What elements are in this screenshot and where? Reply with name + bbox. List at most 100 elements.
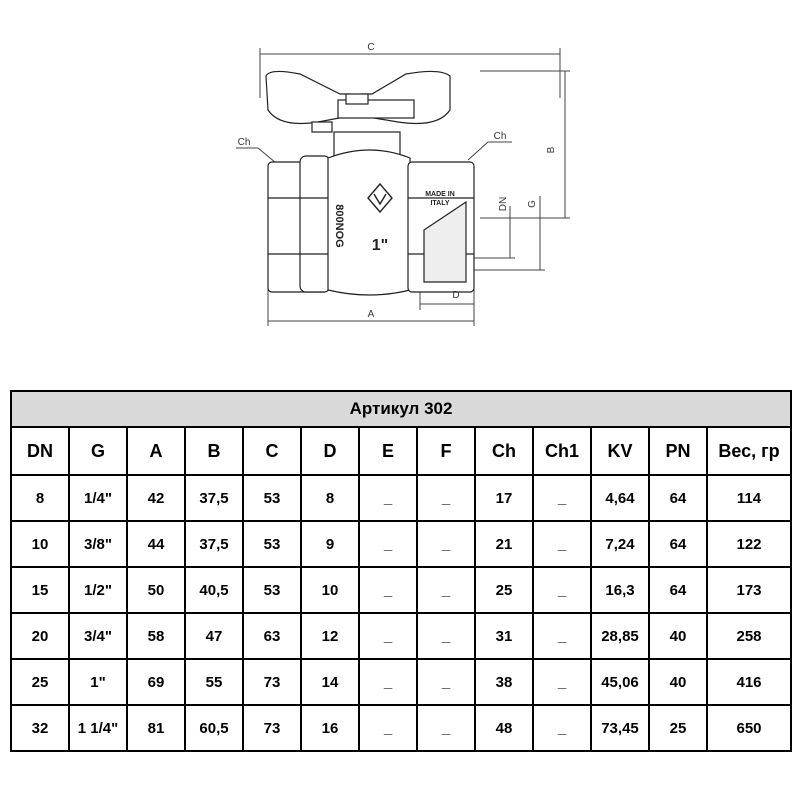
- table-cell: 73: [242, 704, 302, 752]
- table-cell: 44: [126, 520, 186, 568]
- column-header: Вес, гр: [705, 426, 793, 476]
- table-cell: 53: [242, 520, 302, 568]
- table-cell: 25: [648, 704, 708, 752]
- table-cell: 31: [474, 612, 534, 660]
- column-header: PN: [648, 426, 708, 476]
- table-cell: 60,5: [184, 704, 244, 752]
- body-brand-mark: 800NOG: [333, 204, 345, 247]
- table-cell: 1": [68, 658, 128, 706]
- table-cell: _: [532, 566, 592, 614]
- table-cell: 16,3: [590, 566, 650, 614]
- table-cell: 28,85: [590, 612, 650, 660]
- table-cell: _: [416, 474, 476, 522]
- dim-label-dn: DN: [498, 197, 509, 211]
- table-cell: 81: [126, 704, 186, 752]
- table-cell: 21: [474, 520, 534, 568]
- table-cell: 64: [648, 566, 708, 614]
- valve-technical-drawing: 800NOG 1" MADE IN ITALY C B DN G D A Ch …: [230, 38, 570, 328]
- table-cell: 16: [300, 704, 360, 752]
- table-cell: 40: [648, 658, 708, 706]
- table-cell: _: [532, 612, 592, 660]
- table-cell: 3/8": [68, 520, 128, 568]
- table-cell: 15: [10, 566, 70, 614]
- table-cell: 25: [10, 658, 70, 706]
- valve-drawing-svg: 800NOG 1" MADE IN ITALY C B DN G D A Ch …: [236, 42, 570, 326]
- table-cell: 58: [126, 612, 186, 660]
- table-cell: 14: [300, 658, 360, 706]
- table-cell: 10: [10, 520, 70, 568]
- table-cell: 173: [705, 566, 793, 614]
- column-header: DN: [10, 426, 70, 476]
- table-cell: 1 1/4": [68, 704, 128, 752]
- dim-label-a: A: [368, 309, 375, 320]
- table-cell: _: [416, 566, 476, 614]
- table-cell: _: [416, 520, 476, 568]
- table-cell: _: [532, 658, 592, 706]
- table-cell: 50: [126, 566, 186, 614]
- table-cell: 8: [300, 474, 360, 522]
- body-size-mark: 1": [372, 237, 388, 254]
- table-cell: 37,5: [184, 474, 244, 522]
- table-cell: 12: [300, 612, 360, 660]
- brand-logo-icon: [367, 182, 393, 214]
- table-cell: 3/4": [68, 612, 128, 660]
- column-header: B: [184, 426, 244, 476]
- table-cell: 258: [705, 612, 793, 660]
- dim-label-ch-left: Ch: [238, 137, 251, 148]
- table-cell: 40,5: [184, 566, 244, 614]
- column-header: C: [242, 426, 302, 476]
- table-cell: 64: [648, 520, 708, 568]
- dim-label-b: B: [546, 146, 557, 153]
- table-cell: _: [532, 704, 592, 752]
- table-cell: 40: [648, 612, 708, 660]
- column-header: Ch1: [532, 426, 592, 476]
- table-cell: 45,06: [590, 658, 650, 706]
- table-cell: 650: [705, 704, 793, 752]
- table-cell: _: [358, 520, 418, 568]
- valve-body: [267, 149, 475, 296]
- table-cell: 63: [242, 612, 302, 660]
- table-cell: _: [416, 658, 476, 706]
- table-cell: 20: [10, 612, 70, 660]
- made-in-mark: MADE IN: [425, 191, 455, 198]
- table-cell: _: [532, 520, 592, 568]
- table-cell: _: [358, 566, 418, 614]
- table-cell: 53: [242, 566, 302, 614]
- table-cell: 1/4": [68, 474, 128, 522]
- table-cell: 73: [242, 658, 302, 706]
- dim-label-d: D: [452, 290, 459, 301]
- table-cell: 37,5: [184, 520, 244, 568]
- column-header: A: [126, 426, 186, 476]
- table-cell: _: [416, 612, 476, 660]
- table-cell: 114: [705, 474, 793, 522]
- table-cell: 25: [474, 566, 534, 614]
- column-header: F: [416, 426, 476, 476]
- column-header: Ch: [474, 426, 534, 476]
- dim-label-ch-right: Ch: [494, 131, 507, 142]
- table-cell: 1/2": [68, 566, 128, 614]
- table-cell: 38: [474, 658, 534, 706]
- table-cell: _: [358, 612, 418, 660]
- column-header: KV: [590, 426, 650, 476]
- table-cell: 47: [184, 612, 244, 660]
- table-cell: 69: [126, 658, 186, 706]
- table-cell: _: [358, 704, 418, 752]
- column-header: E: [358, 426, 418, 476]
- butterfly-handle: [265, 70, 451, 133]
- table-cell: _: [532, 474, 592, 522]
- dim-label-g: G: [527, 200, 538, 208]
- table-cell: 32: [10, 704, 70, 752]
- table-cell: 9: [300, 520, 360, 568]
- column-header: G: [68, 426, 128, 476]
- table-cell: 55: [184, 658, 244, 706]
- table-cell: 8: [10, 474, 70, 522]
- table-cell: 73,45: [590, 704, 650, 752]
- table-cell: 64: [648, 474, 708, 522]
